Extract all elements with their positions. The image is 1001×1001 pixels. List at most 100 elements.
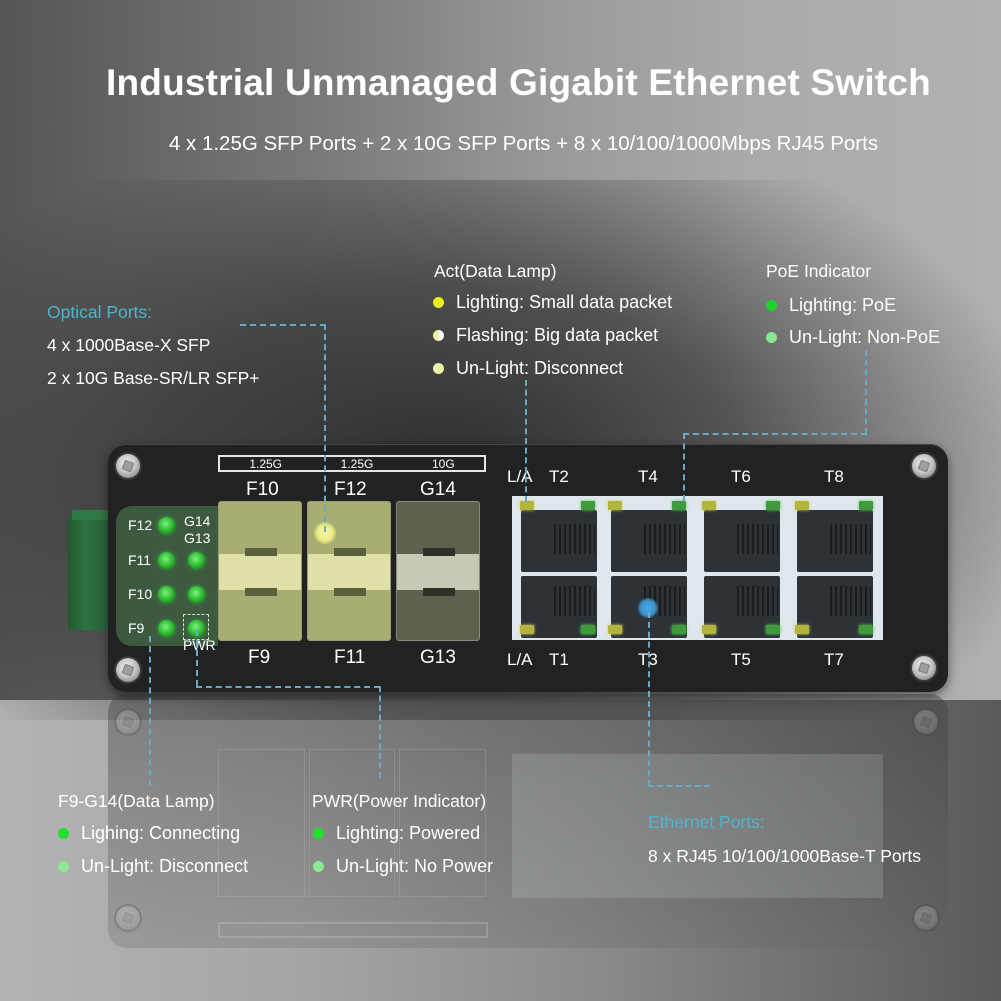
- optical-ports-line: 2 x 10G Base-SR/LR SFP+: [47, 368, 260, 388]
- act-data-lamp-heading: Act(Data Lamp): [434, 261, 557, 281]
- sfp-label-g13: G13: [420, 647, 456, 668]
- ethernet-ports-line: 8 x RJ45 10/100/1000Base-T Ports: [648, 846, 922, 866]
- led-label-f12: F12: [128, 517, 153, 533]
- led-g13-indicator: [188, 552, 205, 569]
- poe-led: [672, 625, 686, 634]
- speed-box-reflection: [218, 922, 488, 938]
- page-subtitle: 4 x 1.25G SFP Ports + 2 x 10G SFP Ports …: [168, 132, 879, 155]
- f9-g14-legend-item: Un-Light: Disconnect: [58, 856, 248, 877]
- rj45-port-t4[interactable]: [611, 510, 687, 572]
- act-led: [795, 501, 809, 510]
- rj45-label-t1: T1: [549, 650, 569, 669]
- pwr-legend-item: Lighting: Powered: [313, 823, 480, 844]
- led-pwr-indicator: [188, 620, 205, 637]
- poe-led: [859, 501, 873, 510]
- led-f10-indicator: [158, 586, 175, 603]
- poe-led: [581, 501, 595, 510]
- device-reflection: [108, 694, 948, 948]
- screw-icon: [116, 906, 140, 930]
- optical-ports-heading: Optical Ports:: [47, 302, 153, 322]
- screw-icon: [914, 906, 938, 930]
- ethernet-pointer-dot: [638, 598, 658, 618]
- poe-legend-item: Lighting: PoE: [766, 295, 896, 316]
- ethernet-ports-heading: Ethernet Ports:: [648, 812, 765, 832]
- led-label-f10: F10: [128, 586, 153, 602]
- green-dot-icon: [766, 300, 777, 311]
- leader-line: [648, 612, 650, 786]
- speed-label: 10G: [431, 456, 455, 471]
- leader-line: [865, 350, 867, 434]
- poe-indicator-heading: PoE Indicator: [766, 261, 872, 281]
- sfp-port-g13-g14[interactable]: [396, 501, 480, 641]
- screw-icon: [914, 710, 938, 734]
- poe-led: [859, 625, 873, 634]
- speed-label: 1.25G: [340, 456, 374, 471]
- light-green-dot-icon: [313, 861, 324, 872]
- rj45-label-t3: T3: [638, 650, 658, 669]
- poe-led: [581, 625, 595, 634]
- leader-line: [683, 433, 685, 501]
- yellow-dot-icon: [433, 297, 444, 308]
- led-label-f11: F11: [128, 552, 152, 568]
- act-led: [702, 625, 716, 634]
- power-terminal-block: [68, 510, 110, 630]
- act-legend-item: Lighting: Small data packet: [433, 292, 672, 313]
- screw-icon: [116, 454, 140, 478]
- optical-ports-line: 4 x 1000Base-X SFP: [47, 335, 211, 355]
- la-label-top: L/A: [507, 467, 533, 486]
- screw-icon: [912, 454, 936, 478]
- rj45-label-t8: T8: [824, 467, 844, 486]
- f9-g14-heading: F9-G14(Data Lamp): [58, 791, 215, 811]
- led-f11-indicator: [158, 552, 175, 569]
- led-label-pwr: PWR: [183, 637, 216, 653]
- background-bottom: [0, 700, 1001, 1001]
- led-f12-indicator: [158, 517, 175, 534]
- f9-g14-legend-item: Lighing: Connecting: [58, 823, 240, 844]
- speed-label: 1.25G: [249, 456, 283, 471]
- poe-legend-item: Un-Light: Non-PoE: [766, 327, 940, 348]
- act-led: [520, 625, 534, 634]
- la-label-bottom: L/A: [507, 650, 533, 669]
- sfp-label-f12: F12: [334, 479, 367, 500]
- act-led: [608, 501, 622, 510]
- sfp-label-f9: F9: [248, 647, 271, 668]
- optical-pointer-dot: [314, 522, 336, 544]
- sfp-label-f11: F11: [334, 647, 366, 668]
- leader-line: [149, 636, 151, 786]
- leader-line: [379, 686, 381, 778]
- screw-icon: [912, 656, 936, 680]
- rj45-port-t2[interactable]: [521, 510, 597, 572]
- leader-line: [525, 380, 527, 502]
- pale-yellow-dot-icon: [433, 363, 444, 374]
- act-led: [702, 501, 716, 510]
- sfp-speed-box: 1.25G 1.25G 10G: [218, 455, 486, 472]
- rj45-label-t2: T2: [549, 467, 569, 486]
- act-legend-item: Un-Light: Disconnect: [433, 358, 623, 379]
- act-led: [608, 625, 622, 634]
- half-lit-dot-icon: [433, 330, 444, 341]
- rj45-port-t6[interactable]: [704, 510, 780, 572]
- poe-led: [672, 501, 686, 510]
- screw-icon: [116, 658, 140, 682]
- leader-line: [196, 686, 380, 688]
- pwr-legend-item: Un-Light: No Power: [313, 856, 493, 877]
- leader-line: [648, 785, 710, 787]
- leader-line: [240, 324, 326, 326]
- rj45-label-t6: T6: [731, 467, 751, 486]
- pwr-indicator-heading: PWR(Power Indicator): [312, 791, 487, 811]
- green-dot-icon: [58, 828, 69, 839]
- rj45-reflection: [512, 754, 883, 898]
- rj45-port-block: [512, 496, 883, 640]
- poe-led: [766, 625, 780, 634]
- sfp-label-g14: G14: [420, 479, 456, 500]
- sfp-reflection: [218, 749, 487, 897]
- sfp-port-f9-f10[interactable]: [218, 501, 302, 641]
- light-green-dot-icon: [58, 861, 69, 872]
- led-label-g13: G13: [184, 530, 211, 546]
- rj45-label-t7: T7: [824, 650, 844, 669]
- light-green-dot-icon: [766, 332, 777, 343]
- rj45-port-t8[interactable]: [797, 510, 873, 572]
- poe-led: [766, 501, 780, 510]
- leader-line: [683, 433, 867, 435]
- act-led: [795, 625, 809, 634]
